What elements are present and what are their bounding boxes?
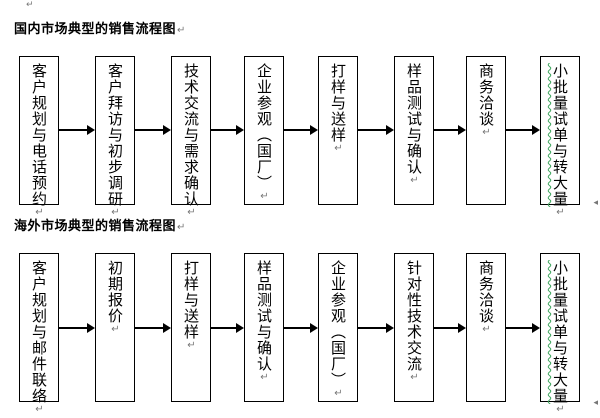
domestic-arrow-3 (211, 125, 244, 135)
domestic-flow-title-text: 国内市场典型的销售流程图 (14, 22, 177, 37)
overseas-arrow-1 (59, 323, 95, 333)
domestic-step-3: 技术交流与需求确认↵ (171, 56, 211, 219)
overseas-step-5: 企业参观（国厂）↵ (318, 253, 358, 402)
paragraph-mark: ↵ (409, 175, 420, 187)
overseas-flow-title-text: 海外市场典型的销售流程图 (14, 219, 177, 234)
paragraph-mark: ↵ (333, 143, 344, 155)
domestic-step-2-label: 客户拜访与初步调研 (106, 63, 124, 207)
domestic-step-8: 小批量试单与转大量↵ (540, 56, 580, 219)
overseas-step-3: 打样与送样↵ (171, 253, 211, 402)
domestic-step-3-label: 技术交流与需求确认 (182, 63, 200, 207)
paragraph-mark: ↵ (110, 207, 121, 219)
domestic-step-7: 商务洽谈↵ (466, 56, 506, 205)
overseas-step-5-label: 企业参观（国厂） (329, 260, 347, 388)
overseas-step-2: 初期报价↵ (95, 253, 135, 402)
domestic-arrow-2 (135, 125, 171, 135)
paragraph-mark: ↵ (259, 191, 270, 203)
domestic-step-5: 打样与送样↵ (318, 56, 358, 205)
domestic-step-1-label: 客户规划与电话预约 (30, 63, 48, 207)
paragraph-mark: ↵ (110, 324, 121, 336)
overseas-step-4: 样品测试与确认↵ (244, 253, 284, 402)
paragraph-mark: ↵ (34, 404, 45, 416)
paragraph-mark: ↵ (34, 207, 45, 219)
overseas-arrow-7 (506, 323, 540, 333)
paragraph-mark: ↵ (409, 372, 420, 384)
domestic-step-8-label: 小批量试单与转大量 (551, 63, 569, 207)
overseas-step-6-label: 针对性技术交流 (405, 260, 423, 372)
overseas-step-4-label: 样品测试与确认 (255, 260, 273, 372)
domestic-arrow-4 (284, 125, 318, 135)
edge-mark: ◂ (593, 198, 598, 208)
domestic-flow-title: 国内市场典型的销售流程图↵ (14, 18, 186, 37)
overseas-step-1-label: 客户规划与邮件联络 (30, 260, 48, 404)
overseas-arrow-2 (135, 323, 171, 333)
paragraph-mark: ↵ (481, 127, 492, 139)
paragraph-mark: ↵ (555, 207, 566, 219)
paragraph-mark: ↵ (555, 404, 566, 416)
overseas-step-2-label: 初期报价 (106, 260, 124, 324)
domestic-step-5-label: 打样与送样 (329, 63, 347, 143)
overseas-step-6: 针对性技术交流↵ (394, 253, 434, 402)
overseas-arrow-6 (434, 323, 466, 333)
paragraph-mark: ↵ (177, 25, 186, 36)
edge-mark: ◂ (593, 398, 598, 408)
overseas-arrow-3 (211, 323, 244, 333)
paragraph-mark: ↵ (26, 0, 34, 10)
overseas-flow-title: 海外市场典型的销售流程图↵ (14, 215, 186, 234)
overseas-step-8: 小批量试单与转大量↵ (540, 253, 580, 416)
domestic-step-1: 客户规划与电话预约↵ (19, 56, 59, 219)
paragraph-mark: ↵ (186, 340, 197, 352)
domestic-step-4-label: 企业参观（国厂） (255, 63, 273, 191)
overseas-step-8-label: 小批量试单与转大量 (551, 260, 569, 404)
paragraph-mark: ↵ (177, 222, 186, 233)
domestic-arrow-5 (358, 125, 394, 135)
domestic-step-4: 企业参观（国厂）↵ (244, 56, 284, 205)
domestic-step-6: 样品测试与确认↵ (394, 56, 434, 205)
paragraph-mark: ↵ (481, 324, 492, 336)
domestic-step-2: 客户拜访与初步调研↵ (95, 56, 135, 219)
domestic-step-7-label: 商务洽谈 (477, 63, 495, 127)
overseas-arrow-5 (358, 323, 394, 333)
overseas-step-3-label: 打样与送样 (182, 260, 200, 340)
domestic-step-6-label: 样品测试与确认 (405, 63, 423, 175)
domestic-arrow-1 (59, 125, 95, 135)
paragraph-mark: ↵ (186, 207, 197, 219)
overseas-step-7: 商务洽谈↵ (466, 253, 506, 402)
paragraph-mark: ↵ (333, 388, 344, 400)
overseas-step-7-label: 商务洽谈 (477, 260, 495, 324)
domestic-arrow-7 (506, 125, 540, 135)
paragraph-mark: ↵ (259, 372, 270, 384)
overseas-step-1: 客户规划与邮件联络↵ (19, 253, 59, 416)
overseas-arrow-4 (284, 323, 318, 333)
domestic-arrow-6 (434, 125, 466, 135)
